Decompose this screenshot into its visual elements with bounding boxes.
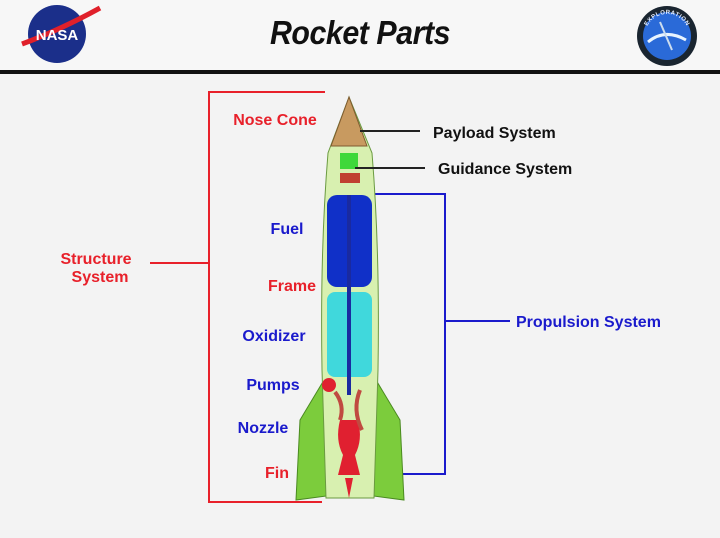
structure-bracket <box>150 91 325 503</box>
exhaust <box>345 478 353 498</box>
nasa-logo: NASA <box>21 5 102 63</box>
label-frame: Frame <box>268 278 316 295</box>
engine-piping <box>333 389 364 431</box>
label-structure-line1: Structure <box>60 251 131 268</box>
label-nozzle: Nozzle <box>238 420 289 437</box>
guidance-unit <box>340 153 358 169</box>
label-fuel: Fuel <box>271 221 304 238</box>
header-divider <box>0 70 720 74</box>
label-guidance-system: Guidance System <box>438 161 572 178</box>
label-nose-cone: Nose Cone <box>233 112 317 129</box>
pump <box>322 378 336 392</box>
engine-nozzle <box>338 420 360 475</box>
page-title: Rocket Parts <box>269 14 451 51</box>
label-payload-system: Payload System <box>433 125 556 142</box>
label-structure-line2: System <box>72 269 129 286</box>
propulsion-bracket <box>365 193 510 475</box>
fuel-line <box>347 195 351 395</box>
label-fin: Fin <box>265 465 289 482</box>
nasa-logo-text: NASA <box>36 27 79 44</box>
nose-cone <box>330 95 368 147</box>
leader-lines <box>355 130 425 169</box>
payload-unit <box>340 173 360 183</box>
exploration-logo: EXPLORATION <box>637 6 697 66</box>
rocket-illustration <box>295 95 405 501</box>
label-pumps: Pumps <box>246 377 299 394</box>
label-propulsion-system: Propulsion System <box>516 314 661 331</box>
header: Rocket Parts <box>0 0 720 70</box>
label-oxidizer: Oxidizer <box>242 328 305 345</box>
